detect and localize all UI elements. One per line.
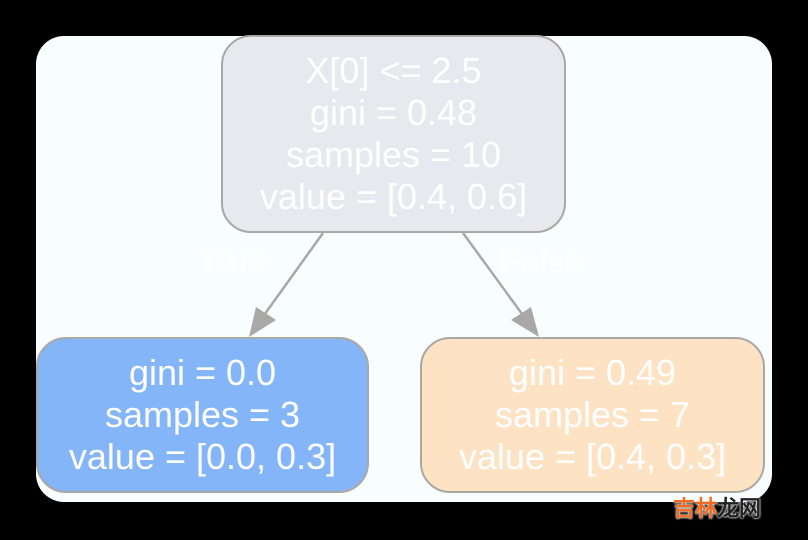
- node-gini: gini = 0.0: [128, 352, 277, 393]
- root-node: X[0] <= 2.5 gini = 0.48 samples = 10 val…: [221, 35, 566, 233]
- edge-label-true: True: [198, 242, 267, 280]
- watermark: 吉林龙网: [673, 491, 761, 523]
- left-leaf-node: gini = 0.0 samples = 3 value = [0.0, 0.3…: [36, 337, 369, 493]
- right-leaf-node: gini = 0.49 samples = 7 value = [0.4, 0.…: [420, 337, 765, 493]
- node-gini: gini = 0.49: [508, 352, 677, 393]
- node-samples: samples = 10: [285, 134, 502, 175]
- node-value: value = [0.4, 0.6]: [259, 176, 528, 217]
- watermark-part2: 龙网: [717, 496, 762, 521]
- node-value: value = [0.0, 0.3]: [68, 436, 337, 477]
- arrowhead-false: [511, 307, 539, 337]
- edge-true: [260, 232, 325, 319]
- node-samples: samples = 3: [104, 394, 301, 435]
- edge-false: [461, 232, 527, 319]
- node-gini: gini = 0.48: [309, 92, 478, 133]
- edge-label-false: False: [500, 242, 584, 280]
- watermark-part1: 吉林: [673, 496, 718, 521]
- node-value: value = [0.4, 0.3]: [458, 436, 727, 477]
- node-split-condition: X[0] <= 2.5: [305, 50, 482, 91]
- node-samples: samples = 7: [494, 394, 691, 435]
- arrowhead-true: [249, 307, 276, 337]
